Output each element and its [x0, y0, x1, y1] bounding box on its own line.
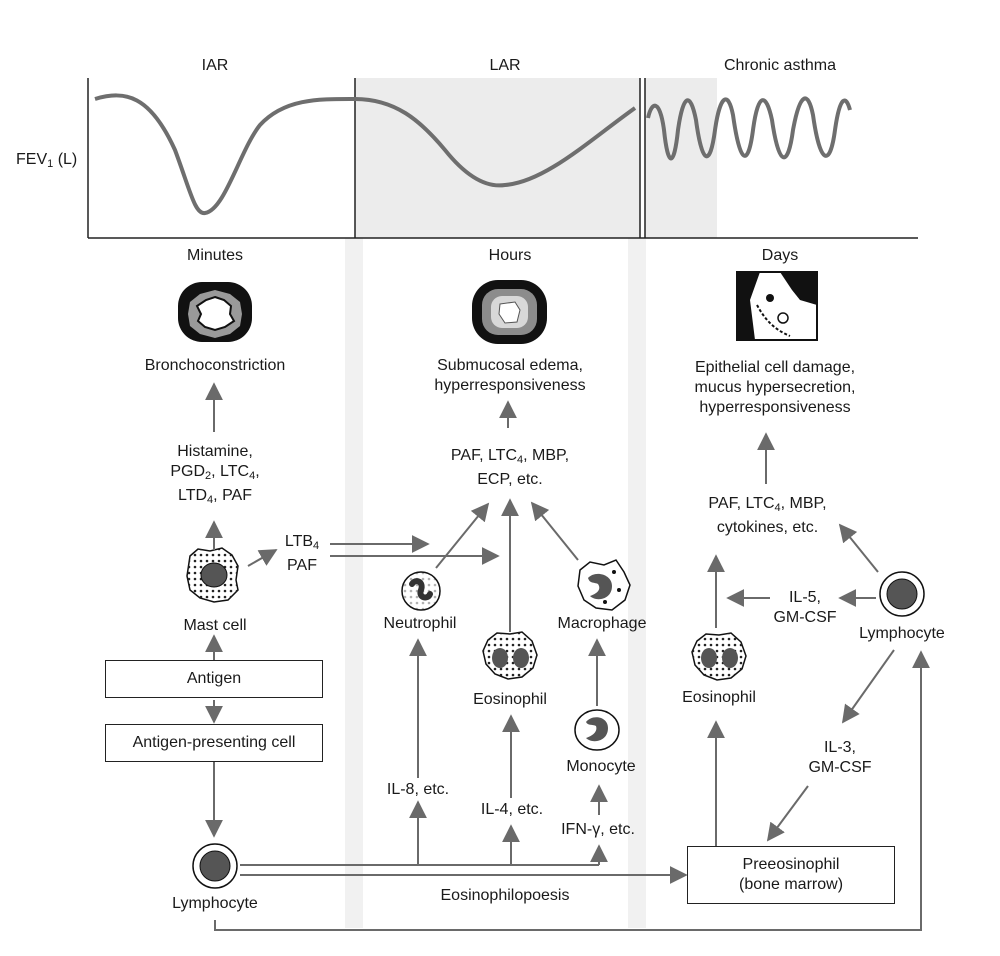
label-neutrophil: Neutrophil: [383, 615, 457, 632]
arrow-macrophage-to-late-mediators: [530, 501, 579, 561]
monocyte-icon: [574, 709, 620, 751]
panel-title-chronic: Chronic asthma: [723, 57, 837, 74]
label-mast-cell: Mast cell: [183, 617, 247, 634]
mediators-late: PAF, LTC4, MBP, ECP, etc.: [450, 447, 570, 488]
submucosal-edema-airway-icon: [472, 280, 547, 344]
neutrophil-icon: [401, 571, 441, 611]
panel-title-iar: IAR: [201, 57, 229, 74]
y-axis-label: FEV1 (L): [16, 151, 78, 170]
outcome-submucosal-edema: Submucosal edema,hyperresponsiveness: [434, 357, 586, 394]
label-eosinophil: Eosinophil: [473, 691, 547, 708]
label-eosinophil-2: Eosinophil: [682, 689, 756, 706]
chronic-fev-curve: [646, 96, 852, 161]
timescale-hours: Hours: [488, 247, 532, 264]
preeosinophil-box: Preeosinophil(bone marrow): [687, 846, 895, 904]
macrophage-icon: [577, 559, 631, 611]
arrow-il3-to-preeosinophil: [766, 785, 809, 842]
label-lymphocyte-left: Lymphocyte: [172, 895, 258, 912]
arrow-mastcell-to-ltb4: [247, 549, 278, 567]
label-eosinophilopoesis: Eosinophilopoesis: [440, 887, 570, 904]
outcome-epithelial-damage: Epithelial cell damage,mucus hypersecret…: [694, 359, 856, 416]
shading-bands: [345, 78, 717, 928]
iar-lar-fev-curve: [94, 93, 637, 215]
antigen-box: Antigen: [105, 660, 323, 698]
bronchoconstriction-airway-icon: [178, 282, 252, 342]
cytokine-il3: IL-3,GM-CSF: [808, 739, 872, 776]
timescale-minutes: Minutes: [186, 247, 244, 264]
cytokine-il8: IL-8, etc.: [386, 781, 450, 798]
lymphocyte-left-icon: [192, 843, 238, 889]
outcome-bronchoconstriction: Bronchoconstriction: [144, 357, 286, 374]
mediators-early: Histamine, PGD2, LTC4, LTD4, PAF: [170, 443, 260, 506]
cytokine-il5: IL-5,GM-CSF: [773, 589, 837, 626]
arrow-lymphocyte-to-chronic-mediators: [838, 523, 879, 573]
mast-cell-icon: [186, 547, 239, 603]
cytokine-ifn-gamma: IFN-γ, etc.: [561, 821, 635, 838]
antigen-presenting-cell-box: Antigen-presenting cell: [105, 724, 323, 762]
label-lymphocyte-right: Lymphocyte: [859, 625, 945, 642]
arrow-lymphocyte-to-il3: [841, 649, 895, 724]
lymphocyte-right-icon: [879, 571, 925, 617]
cytokine-il4: IL-4, etc.: [480, 801, 544, 818]
epithelial-damage-icon: [736, 271, 818, 341]
label-monocyte: Monocyte: [566, 758, 636, 775]
mediators-chemotactic: LTB4 PAF: [284, 533, 320, 574]
timescale-days: Days: [761, 247, 799, 264]
label-macrophage: Macrophage: [557, 615, 647, 632]
arrows: [205, 382, 930, 931]
arrow-lymphocyte-loop-to-lymphocyte: [214, 650, 930, 931]
fev-graph-frame: [87, 78, 918, 239]
arrow-neutrophil-to-late-mediators: [435, 502, 490, 569]
mediators-chronic: PAF, LTC4, MBP, cytokines, etc.: [708, 495, 827, 536]
eosinophil-icon: [482, 631, 538, 680]
eosinophil-2-icon: [691, 632, 747, 681]
panel-title-lar: LAR: [489, 57, 521, 74]
